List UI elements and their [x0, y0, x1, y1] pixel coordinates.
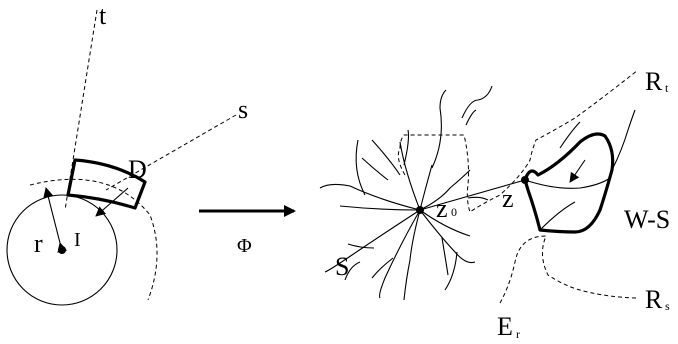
label-S: S	[335, 252, 349, 281]
arrow-in-WS	[569, 159, 586, 183]
branch-in-WS	[524, 177, 611, 189]
label-z0-sub: 0	[451, 205, 457, 219]
branch-ws-right2	[559, 121, 581, 149]
point-z0	[416, 206, 424, 214]
label-r: r	[34, 229, 43, 258]
label-z0: z	[436, 194, 448, 223]
label-z: z	[502, 184, 514, 213]
label-s: s	[238, 95, 248, 124]
label-Er: E	[497, 312, 513, 341]
label-Rs: R	[645, 285, 663, 314]
label-Rt-sub: t	[665, 81, 669, 95]
segment-z0-z	[419, 179, 526, 211]
label-D: D	[128, 155, 147, 184]
label-I: I	[74, 229, 81, 251]
region-W-S	[523, 132, 615, 234]
region-D	[66, 158, 147, 210]
dashed-curve-top	[397, 69, 639, 213]
label-t: t	[99, 1, 107, 30]
ray-s	[105, 114, 237, 191]
dashed-curve-bottom	[499, 235, 637, 304]
radius-arrow	[43, 187, 68, 253]
branch-in-WS-2	[539, 201, 576, 231]
left-panel	[6, 9, 237, 306]
label-phi: Φ	[237, 235, 252, 257]
label-Er-sub: r	[516, 327, 520, 341]
label-W-S: W-S	[624, 205, 670, 234]
center-dot	[58, 246, 66, 254]
branch-ws-right	[611, 109, 636, 171]
arrow-D	[95, 187, 129, 217]
label-Rs-sub: s	[665, 299, 670, 313]
right-panel	[319, 69, 639, 304]
tree-S	[319, 85, 493, 301]
label-Rt: R	[645, 67, 663, 96]
point-z	[521, 176, 529, 184]
